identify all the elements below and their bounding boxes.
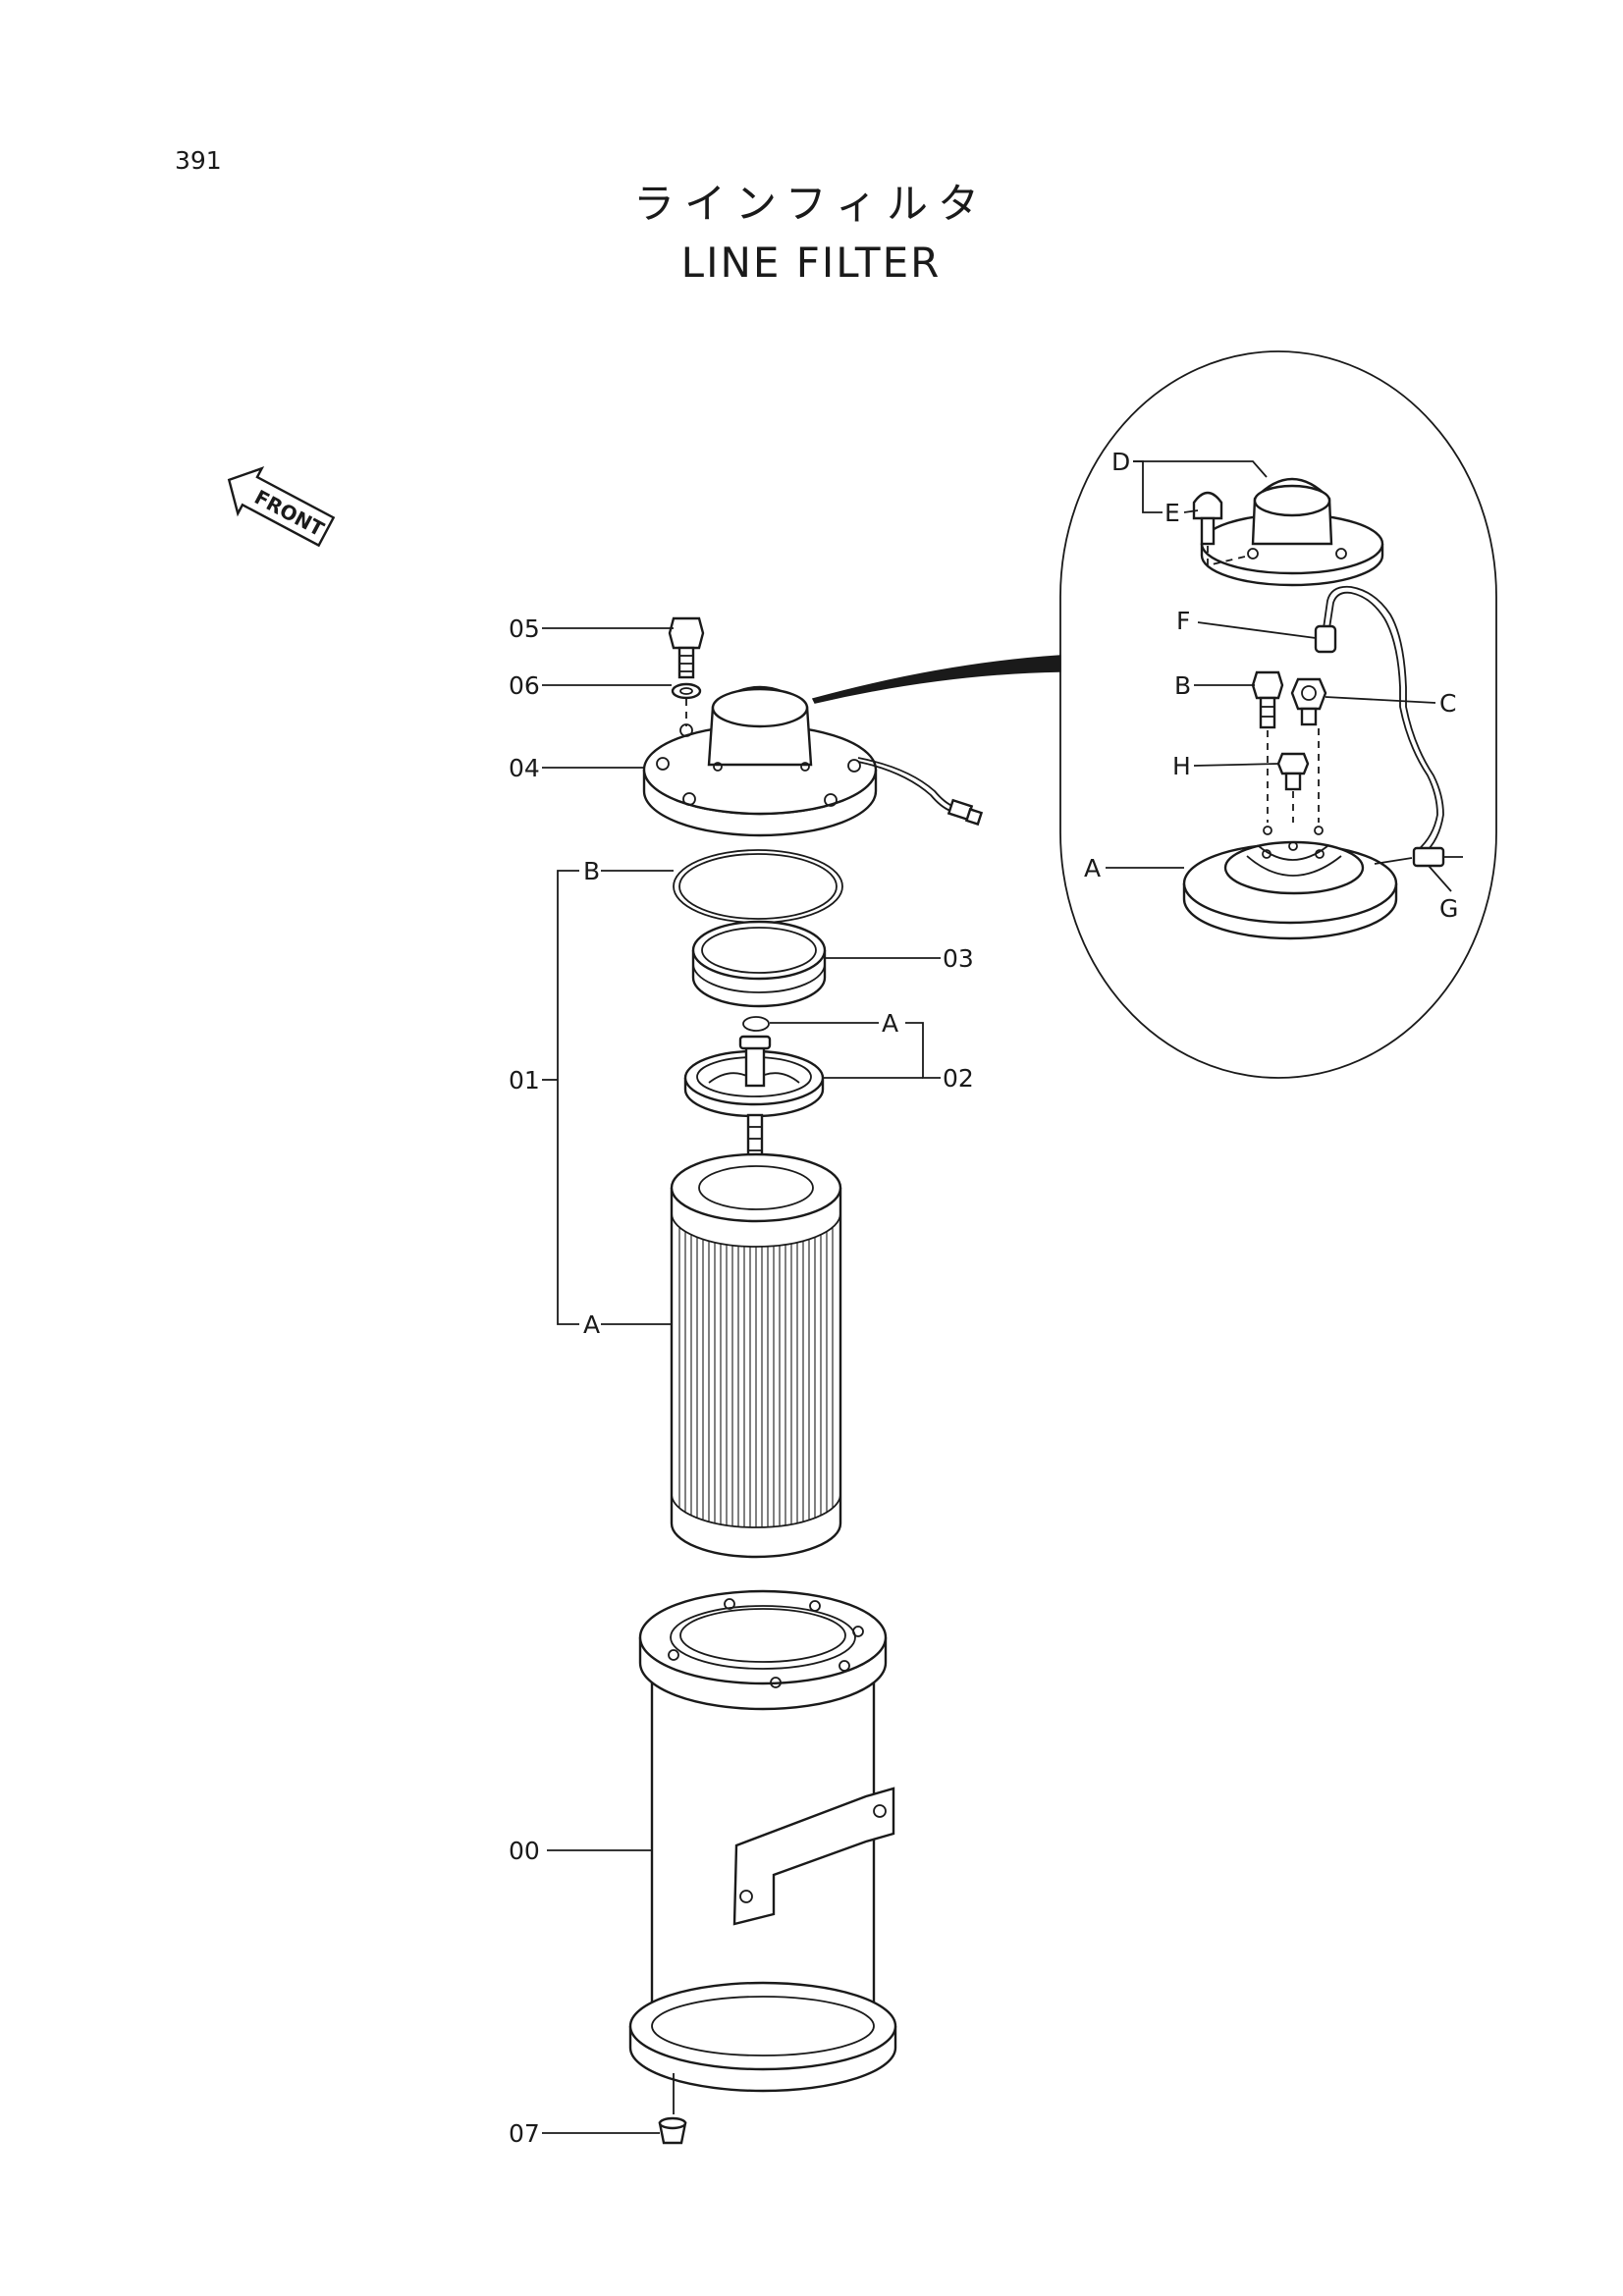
callout-b: B bbox=[583, 857, 600, 885]
detail-plug-b bbox=[1251, 670, 1284, 729]
main-callouts: 05 06 04 B 03 A 01 02 A 00 07 bbox=[509, 614, 974, 2148]
callout-03: 03 bbox=[943, 944, 974, 973]
callout-01: 01 bbox=[509, 1066, 540, 1095]
ring-03 bbox=[691, 920, 827, 1008]
callout-07: 07 bbox=[509, 2119, 540, 2148]
oring-a bbox=[742, 1016, 770, 1032]
callout-00: 00 bbox=[509, 1837, 540, 1865]
front-arrow-icon: FRONT bbox=[227, 466, 336, 548]
page-number: 391 bbox=[175, 146, 222, 175]
detail-callout-a: A bbox=[1084, 854, 1101, 882]
callout-a-ring: A bbox=[882, 1009, 898, 1038]
callout-06: 06 bbox=[509, 671, 540, 700]
plug-07 bbox=[658, 2116, 687, 2145]
oring-b bbox=[673, 849, 843, 924]
detail-callout-d: D bbox=[1111, 448, 1130, 476]
detail-leader-lines bbox=[1106, 460, 1436, 869]
callout-05: 05 bbox=[509, 614, 540, 643]
detail-cover-d bbox=[1200, 477, 1384, 587]
housing-00 bbox=[628, 1589, 897, 2093]
detail-callout-f: F bbox=[1176, 607, 1190, 635]
detail-pointer bbox=[811, 655, 1061, 704]
detail-callout-h: H bbox=[1172, 752, 1191, 780]
detail-connector-f bbox=[1314, 585, 1444, 859]
cover-04 bbox=[642, 685, 984, 837]
valve-assembly-02 bbox=[683, 1035, 825, 1183]
detail-bolt-e bbox=[1192, 491, 1223, 546]
detail-callout-b: B bbox=[1174, 671, 1191, 700]
callout-a-element: A bbox=[583, 1310, 600, 1339]
washer-06 bbox=[671, 682, 702, 700]
detail-callouts: D E F B C H A G bbox=[1084, 448, 1458, 923]
detail-callout-c: C bbox=[1439, 689, 1456, 718]
detail-plug-h bbox=[1276, 752, 1310, 791]
detail-head-a bbox=[1182, 826, 1413, 940]
callout-02: 02 bbox=[943, 1064, 974, 1093]
detail-switch-c bbox=[1290, 677, 1327, 726]
callout-04: 04 bbox=[509, 754, 540, 782]
detail-callout-e: E bbox=[1164, 499, 1180, 527]
title-english: LINE FILTER bbox=[681, 239, 942, 287]
bolt-05 bbox=[668, 616, 705, 679]
filter-element-a bbox=[670, 1152, 842, 1559]
detail-capsule bbox=[1059, 350, 1497, 1079]
detail-terminal-g bbox=[1412, 846, 1463, 892]
main-leader-lines bbox=[542, 627, 941, 2134]
title-japanese: ラインフィルタ bbox=[633, 180, 989, 228]
filter-pleats bbox=[678, 1227, 834, 1527]
detail-callout-g: G bbox=[1439, 894, 1458, 923]
